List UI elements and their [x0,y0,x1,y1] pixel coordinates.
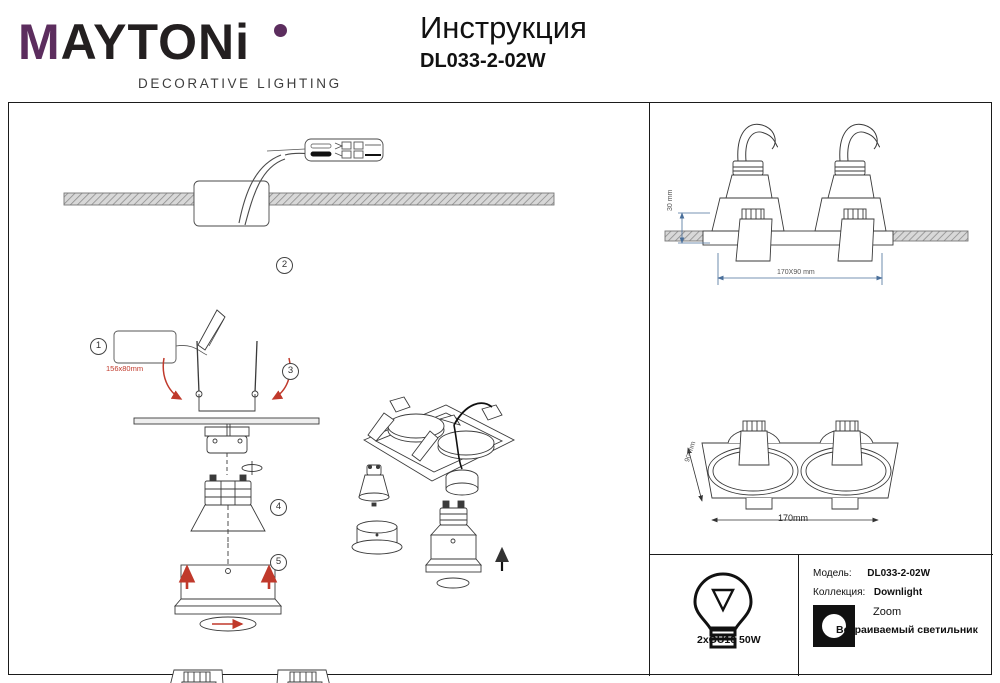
collection-value: Downlight [873,587,923,598]
product-info-panel: Модель: DL033-2-02W Коллекция: Downlight… [798,554,993,676]
lamp-spec-label: 2xGU10 50W [697,634,761,646]
logo-letter-m: M [18,14,61,70]
callout-3: 3 [282,363,299,380]
panel-divider-horizontal [649,554,993,555]
model-label: Модель: [813,568,852,579]
logo-i-dot [274,24,287,37]
callout-4: 4 [270,499,287,516]
side-section-view: 30 mm 170X90 mm [650,103,993,554]
cutout-dimension-label: 156x80mm [106,364,144,373]
panel-divider-vertical [649,103,650,676]
side-view-height-label: 30 mm [667,189,674,211]
front-dimension-svg [687,420,899,523]
callout-2: 2 [276,257,293,274]
content-frame: 1 2 3 4 5 156x80mm [8,102,993,683]
installation-drawing-svg [63,138,555,683]
front-dimension-view: 90 mm 170mm [650,393,993,553]
info-panel-divider [798,554,799,676]
installation-diagram: 1 2 3 4 5 156x80mm [9,103,649,683]
callout-5: 5 [270,554,287,571]
front-view-width-label: 170mm [778,513,809,523]
bulb-icon [693,572,753,649]
model-value: DL033-2-02W [867,568,931,579]
page-title: Инструкция [420,10,587,45]
side-section-svg [664,123,969,285]
document-title-block: Инструкция DL033-2-02W [420,8,840,74]
logo-letter-i: i [235,14,251,70]
recessed-downlight-icon [813,605,855,647]
header: MAYTONi DECORATIVE LIGHTING Инструкция D… [0,0,1000,102]
page-model-code: DL033-2-02W [420,50,546,72]
logo-wordmark: MAYTONi [18,16,318,68]
product-type-label: Встраиваемый светильник [836,624,978,636]
side-view-width-label: 170X90 mm [777,269,815,276]
lamp-spec-panel: 2xGU10 50W [649,554,798,676]
collection-label: Коллекция: [813,587,866,598]
logo-tagline: DECORATIVE LIGHTING [138,76,342,91]
maytoni-logo: MAYTONi DECORATIVE LIGHTING [18,16,339,91]
callout-1: 1 [90,338,107,355]
logo-letters-rest: AYTON [60,14,236,70]
series-name: Zoom [873,606,902,618]
